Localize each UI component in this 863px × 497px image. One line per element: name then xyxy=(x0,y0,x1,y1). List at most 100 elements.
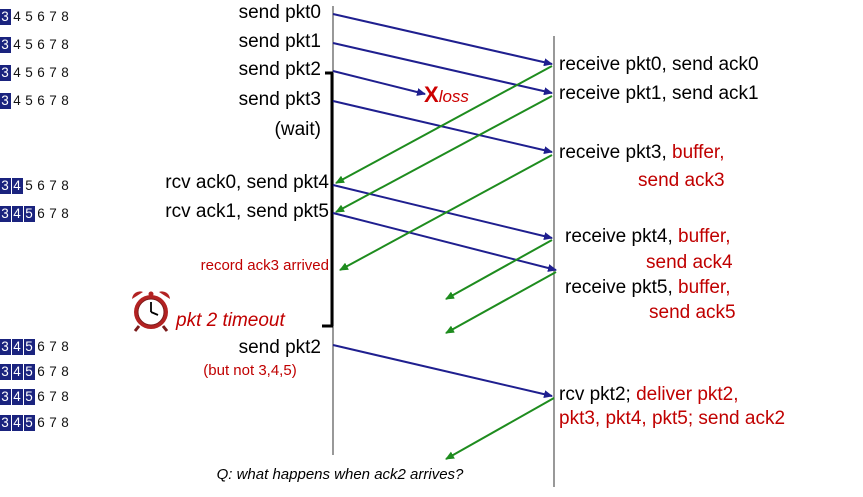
receiver-event-text: rcv pkt2; xyxy=(559,384,637,405)
sender-event-not-345: (but not 3,4,5) xyxy=(203,362,297,379)
window-slot-highlighted: 4 xyxy=(12,178,23,194)
alarm-clock-icon xyxy=(132,291,170,332)
window-slot-highlighted: 4 xyxy=(12,364,23,380)
window-slot: 6 xyxy=(37,389,46,404)
window-slot: 6 xyxy=(37,339,46,354)
window-slot: 7 xyxy=(49,178,58,193)
window-slot: 4 xyxy=(13,65,22,80)
window-slot: 6 xyxy=(37,65,46,80)
window-slot-highlighted: 3 xyxy=(0,65,11,81)
sender-event-resend-pkt2: send pkt2 xyxy=(238,337,321,358)
arrow-ack4 xyxy=(445,239,553,300)
arrow-ack2 xyxy=(445,397,555,460)
window-slot: 8 xyxy=(61,65,70,80)
receiver-event-text-red: pkt3, pkt4, pkt5; send ack2 xyxy=(559,408,786,429)
window-slot-highlighted: 4 xyxy=(12,415,23,431)
window-slot: 8 xyxy=(61,93,70,108)
receiver-event-text-red: buffer, xyxy=(678,226,731,247)
loss-label: loss xyxy=(438,87,469,106)
arrow-pkt2-lost xyxy=(332,70,426,96)
window-slot: 7 xyxy=(49,9,58,24)
window-slot: 4 xyxy=(13,37,22,52)
sender-event-send-pkt3: send pkt3 xyxy=(238,89,321,110)
window-slot: 8 xyxy=(61,9,70,24)
window-slot-highlighted: 3 xyxy=(0,415,11,431)
arrow-pkt4 xyxy=(332,184,553,241)
receiver-event-text-red: buffer, xyxy=(678,277,731,298)
window-slot: 7 xyxy=(49,364,58,379)
window-slot: 6 xyxy=(37,93,46,108)
receiver-event-text: receive pkt4, xyxy=(565,226,678,247)
receiver-event-r2: receive pkt3, buffer, xyxy=(559,142,724,164)
window-slot: 7 xyxy=(49,37,58,52)
window-slot: 7 xyxy=(49,415,58,430)
arrow-ack3 xyxy=(339,154,553,271)
receiver-event-r3: send ack3 xyxy=(638,170,725,192)
window-slot: 6 xyxy=(37,415,46,430)
window-slot: 7 xyxy=(49,389,58,404)
arrow-pkt2-retransmit xyxy=(332,344,553,399)
window-slot-highlighted: 3 xyxy=(0,178,11,194)
question-text: Q: what happens when ack2 arrives? xyxy=(216,466,464,483)
loss-marker: Xloss xyxy=(424,82,469,108)
window-slot-highlighted: 5 xyxy=(24,206,35,222)
window-slot-highlighted: 3 xyxy=(0,206,11,222)
arrow-ack1 xyxy=(335,95,553,213)
sender-event-rcv-ack0: rcv ack0, send pkt4 xyxy=(165,172,329,193)
window-slot: 7 xyxy=(49,65,58,80)
window-slot: 8 xyxy=(61,178,70,193)
window-slot-highlighted: 3 xyxy=(0,93,11,109)
window-slot: 7 xyxy=(49,206,58,221)
receiver-event-r1: receive pkt1, send ack1 xyxy=(559,83,759,105)
sender-event-pkt2-timeout: pkt 2 timeout xyxy=(176,310,285,331)
sender-event-send-pkt2: send pkt2 xyxy=(238,59,321,80)
arrow-pkt5 xyxy=(332,212,557,272)
sender-event-record-ack3: record ack3 arrived xyxy=(200,257,329,274)
arrow-ack0 xyxy=(335,65,553,184)
sender-event-wait: (wait) xyxy=(274,119,321,140)
receiver-event-r7: send ack5 xyxy=(649,302,736,324)
window-slot: 5 xyxy=(25,178,34,193)
window-slot-highlighted: 5 xyxy=(24,364,35,380)
window-slot-highlighted: 5 xyxy=(24,339,35,355)
window-slot: 8 xyxy=(61,389,70,404)
window-slot-highlighted: 3 xyxy=(0,364,11,380)
window-slot: 8 xyxy=(61,206,70,221)
loss-x-icon: X xyxy=(424,82,439,107)
receiver-event-text: receive pkt3, xyxy=(559,142,672,163)
arrow-pkt0 xyxy=(332,13,553,67)
receiver-event-r5: send ack4 xyxy=(646,252,733,274)
receiver-event-text-red: buffer, xyxy=(672,142,725,163)
receiver-event-r8: rcv pkt2; deliver pkt2, xyxy=(559,384,739,406)
receiver-event-text: receive pkt1, send ack1 xyxy=(559,83,759,104)
arrow-pkt3 xyxy=(332,100,553,155)
receiver-event-r9: pkt3, pkt4, pkt5; send ack2 xyxy=(559,408,785,430)
window-slot: 6 xyxy=(37,206,46,221)
receiver-event-text: receive pkt5, xyxy=(565,277,678,298)
window-slot: 5 xyxy=(25,9,34,24)
sender-event-rcv-ack1: rcv ack1, send pkt5 xyxy=(165,201,329,222)
window-slot-highlighted: 3 xyxy=(0,339,11,355)
window-slot: 4 xyxy=(13,93,22,108)
window-slot: 6 xyxy=(37,9,46,24)
receiver-event-r6: receive pkt5, buffer, xyxy=(565,277,730,299)
window-slot: 8 xyxy=(61,415,70,430)
window-slot: 7 xyxy=(49,93,58,108)
window-slot-highlighted: 5 xyxy=(24,415,35,431)
receiver-event-r0: receive pkt0, send ack0 xyxy=(559,54,759,76)
receiver-event-text-red: send ack4 xyxy=(646,252,733,273)
window-slot: 8 xyxy=(61,364,70,379)
receiver-event-r4: receive pkt4, buffer, xyxy=(565,226,730,248)
window-slot: 5 xyxy=(25,65,34,80)
arrow-ack5 xyxy=(445,271,557,334)
receiver-event-text: receive pkt0, send ack0 xyxy=(559,54,759,75)
window-slot: 7 xyxy=(49,339,58,354)
receiver-event-text-red: send ack3 xyxy=(638,170,725,191)
